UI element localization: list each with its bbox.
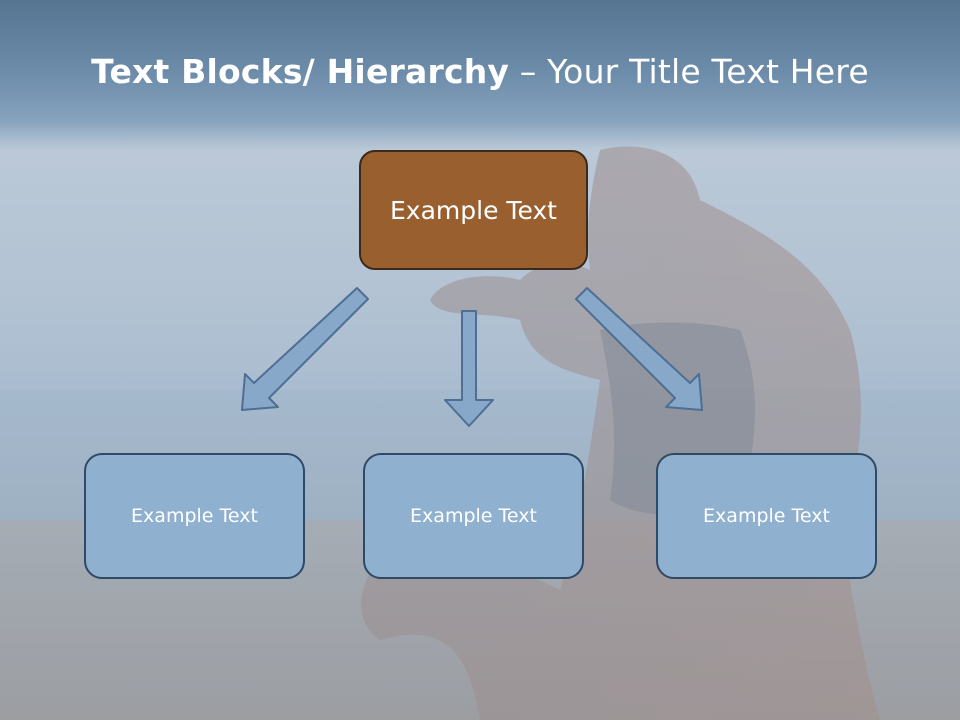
child-text-block-2: Example Text: [363, 453, 584, 579]
title-regular-part: Your Title Text Here: [547, 52, 869, 91]
child-text-block-1-label: Example Text: [131, 505, 258, 527]
arrow-left: [241, 287, 369, 411]
top-text-block-label: Example Text: [390, 195, 557, 225]
title-bold-part: Text Blocks/ Hierarchy: [91, 52, 510, 91]
title-separator: –: [509, 52, 548, 91]
child-text-block-2-label: Example Text: [410, 505, 537, 527]
child-text-block-3-label: Example Text: [703, 505, 830, 527]
arrow-center: [444, 310, 494, 427]
child-text-block-3: Example Text: [656, 453, 877, 579]
child-text-block-1: Example Text: [84, 453, 305, 579]
arrow-right: [575, 287, 703, 411]
slide-title: Text Blocks/ Hierarchy – Your Title Text…: [0, 52, 960, 91]
title-band: [0, 0, 960, 150]
top-text-block: Example Text: [359, 150, 588, 270]
